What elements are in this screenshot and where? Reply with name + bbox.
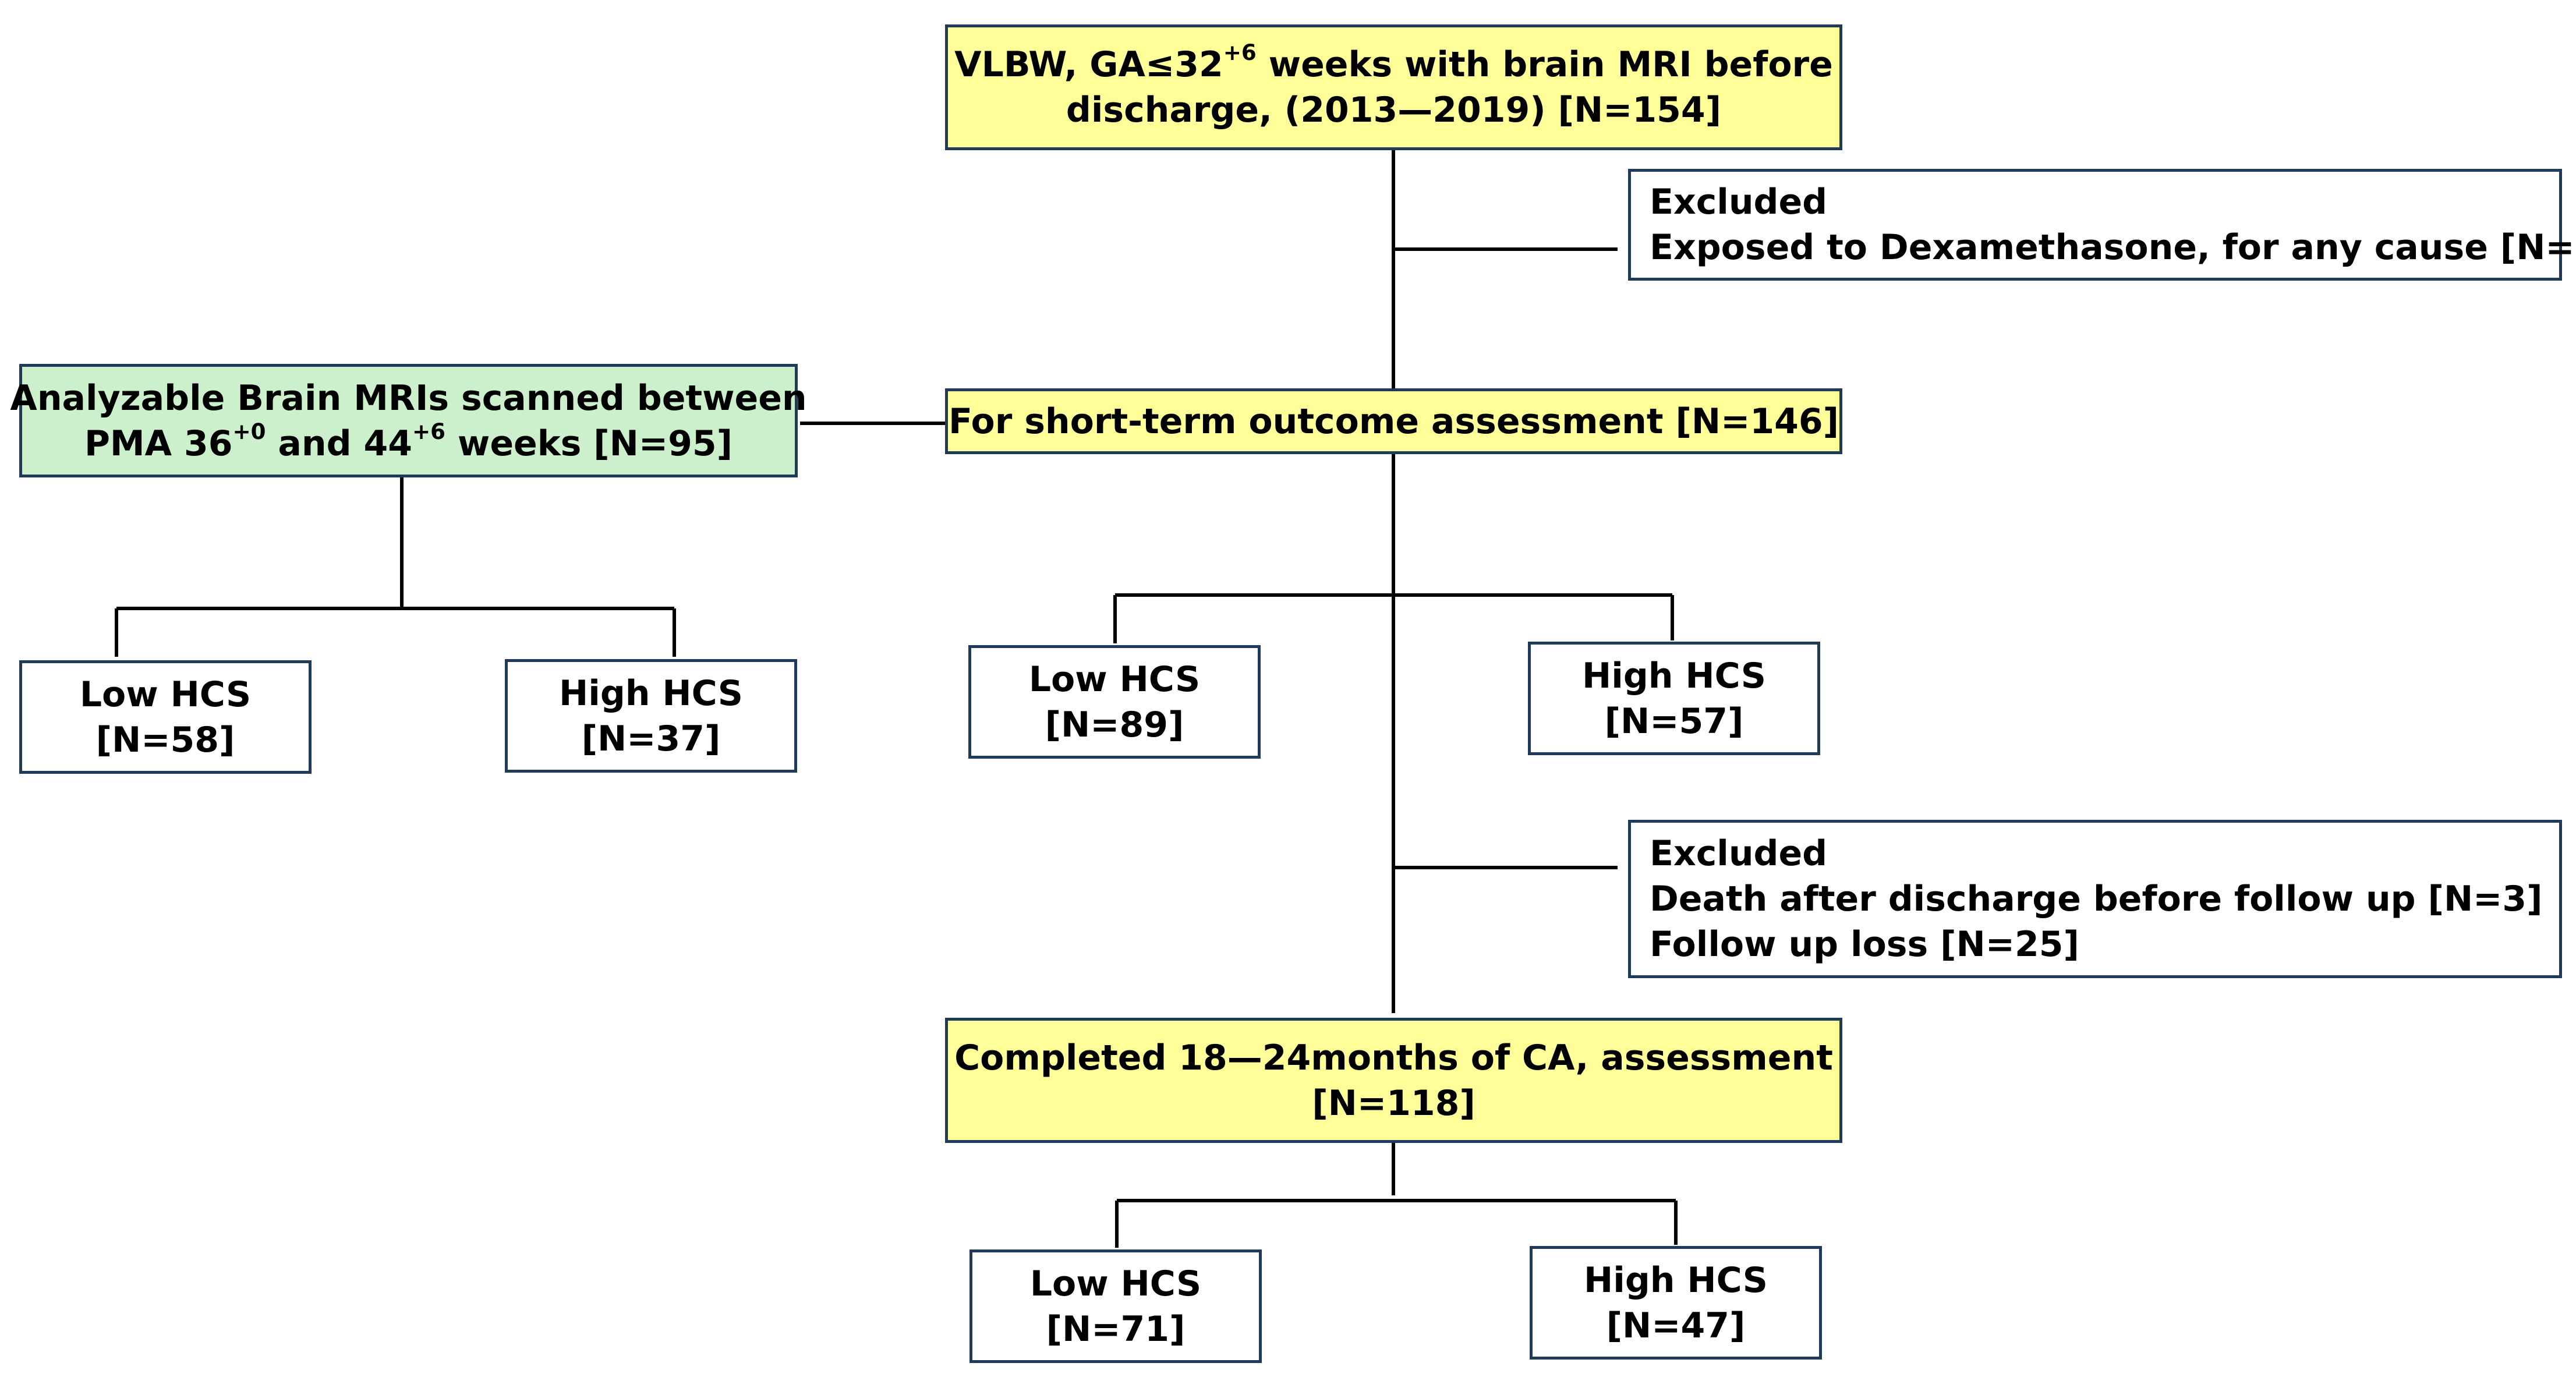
mri-line-2: PMA 36+0 and 44+6 weeks [N=95]: [84, 418, 733, 464]
short-high-label: High HCS: [1582, 655, 1766, 696]
final-low-hcs-box: Low HCS [N=71]: [969, 1249, 1262, 1363]
analyzable-mri-box: Analyzable Brain MRIs scanned between PM…: [10, 364, 807, 477]
completed-assessment-box: Completed 18—24months of CA, assessment …: [945, 1018, 1842, 1143]
mri-low-hcs-box: Low HCS [N=58]: [19, 660, 312, 774]
mri-high-hcs-box: High HCS [N=37]: [505, 659, 797, 773]
cohort-box: VLBW, GA≤32+6 weeks with brain MRI befor…: [945, 24, 1842, 150]
completed-line-2: [N=118]: [1312, 1082, 1475, 1124]
mri-line-1: Analyzable Brain MRIs scanned between: [10, 377, 807, 419]
excluded2-heading: Excluded: [1650, 833, 1828, 874]
mri-low-n: [N=58]: [95, 719, 235, 760]
excluded1-reason: Exposed to Dexamethasone, for any cause …: [1650, 227, 2576, 268]
short-low-hcs-box: Low HCS [N=89]: [968, 645, 1261, 759]
final-low-n: [N=71]: [1046, 1308, 1186, 1350]
short-low-n: [N=89]: [1045, 704, 1184, 745]
short-term-box: For short-term outcome assessment [N=146…: [945, 388, 1842, 454]
mri-high-n: [N=37]: [581, 718, 721, 759]
excluded2-death: Death after discharge before follow up […: [1650, 879, 2543, 919]
short-high-hcs-box: High HCS [N=57]: [1528, 642, 1820, 755]
excluded-followup-box: Excluded Death after discharge before fo…: [1628, 820, 2562, 978]
short-high-n: [N=57]: [1604, 700, 1744, 742]
short-term-label: For short-term outcome assessment [N=146…: [948, 401, 1839, 442]
cohort-line-2: discharge, (2013—2019) [N=154]: [1066, 90, 1722, 130]
final-high-n: [N=47]: [1606, 1305, 1746, 1346]
mri-low-label: Low HCS: [79, 674, 252, 715]
cohort-line-1: VLBW, GA≤32+6 weeks with brain MRI befor…: [954, 40, 1833, 85]
final-low-label: Low HCS: [1029, 1263, 1202, 1304]
completed-line-1: Completed 18—24months of CA, assessment: [954, 1037, 1833, 1078]
final-high-hcs-box: High HCS [N=47]: [1530, 1246, 1822, 1360]
mri-high-label: High HCS: [559, 672, 743, 714]
excluded-dexamethasone-box: Excluded Exposed to Dexamethasone, for a…: [1628, 169, 2576, 281]
final-high-label: High HCS: [1584, 1259, 1768, 1301]
excluded1-heading: Excluded: [1650, 182, 1828, 222]
excluded2-followup-loss: Follow up loss [N=25]: [1650, 924, 2079, 965]
short-low-label: Low HCS: [1028, 659, 1201, 700]
